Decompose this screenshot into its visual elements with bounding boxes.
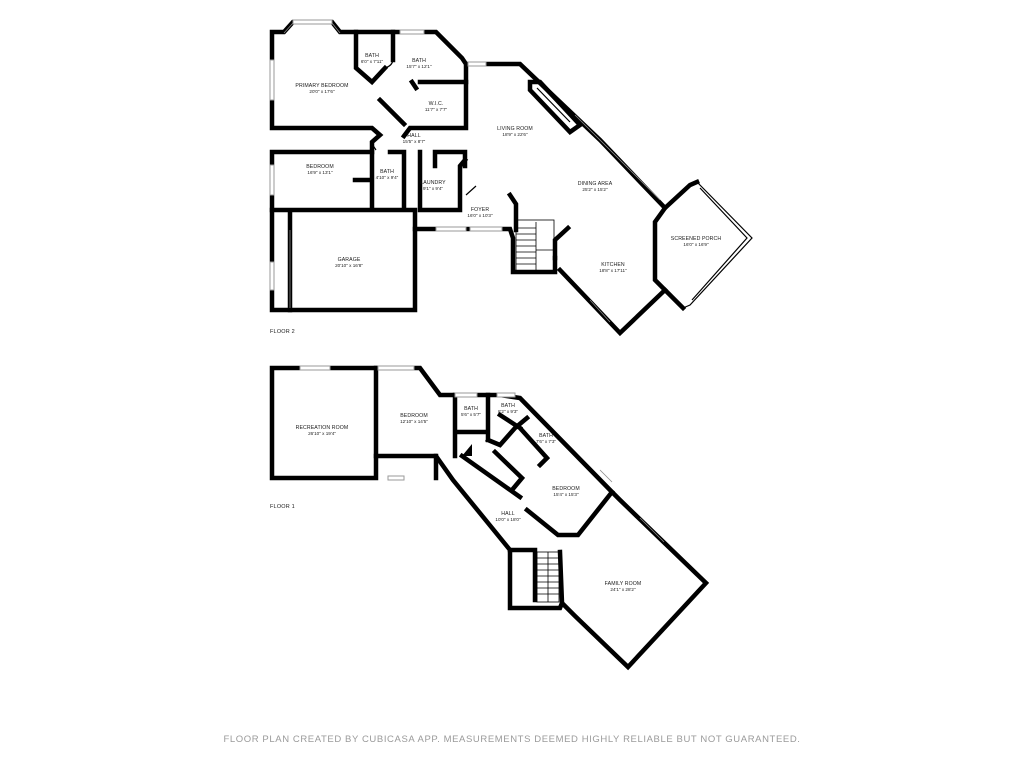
- label-recreation-room: RECREATION ROOM: [296, 425, 349, 431]
- label-bedroom-2: BEDROOM: [306, 164, 334, 170]
- dim-bath-small: 6'0" x 7'11": [361, 59, 384, 64]
- dim-kitchen: 18'8" x 17'11": [599, 268, 627, 273]
- dim-foyer: 16'0" x 10'3": [467, 213, 493, 218]
- label-wic: W.I.C.: [429, 101, 444, 107]
- label-bedroom-1b: BEDROOM: [552, 486, 580, 492]
- floor-1-column: [462, 444, 472, 456]
- label-dining-area: DINING AREA: [578, 181, 613, 187]
- dim-bedroom-1a: 12'10" x 14'5": [400, 419, 428, 424]
- dim-living-room: 18'9" x 22'6": [502, 132, 528, 137]
- label-bath-small: BATH: [365, 53, 379, 59]
- dim-hall-1: 10'0" x 18'0": [495, 517, 521, 522]
- floor-2-doors: [371, 59, 477, 196]
- dim-wic: 11'7" x 7'7": [425, 107, 448, 112]
- floor-1-interior-walls: [373, 365, 616, 606]
- label-bath-1a: BATH: [464, 406, 478, 412]
- label-living-room: LIVING ROOM: [497, 126, 533, 132]
- dim-bedroom-1b: 15'4" x 15'3": [553, 492, 579, 497]
- disclaimer-text: FLOOR PLAN CREATED BY CUBICASA APP. MEAS…: [223, 734, 801, 745]
- dim-laundry: 9'1" x 9'4": [423, 186, 443, 191]
- dim-bath-1c: 7'6" x 7'3": [536, 439, 556, 444]
- fireplace-built-in: [527, 79, 584, 135]
- label-foyer: FOYER: [471, 207, 490, 213]
- dim-garage: 20'10" x 16'8": [335, 263, 363, 268]
- floor-1-windows: [299, 365, 665, 543]
- label-hall-2: HALL: [407, 133, 420, 139]
- bay-window: [283, 19, 341, 34]
- label-hall-1: HALL: [501, 511, 514, 517]
- dim-family-room: 24'1" x 28'2": [610, 587, 636, 592]
- floor-1-stairs: [536, 551, 560, 603]
- dim-bath-1b: 8'2" x 9'3": [498, 409, 518, 414]
- dim-bath-1a: 5'6" x 5'7": [461, 412, 481, 417]
- floor-2-plan: [269, 19, 753, 337]
- dim-screened-porch: 16'0" x 16'9": [683, 242, 709, 247]
- floor-2-label: FLOOR 2: [270, 329, 295, 335]
- label-garage: GARAGE: [338, 257, 361, 263]
- dim-recreation-room: 26'10" x 19'4": [308, 431, 336, 436]
- dim-bath-hall: 4'10" x 9'4": [376, 175, 399, 180]
- floor-1-label: FLOOR 1: [270, 504, 295, 510]
- label-bath-primary: BATH: [412, 58, 426, 64]
- label-bath-1b: BATH: [501, 403, 515, 409]
- label-bedroom-1a: BEDROOM: [400, 413, 428, 419]
- dim-bedroom-2: 16'9" x 13'1": [307, 170, 333, 175]
- label-kitchen: KITCHEN: [601, 262, 625, 268]
- floor-2-stairs: [515, 219, 572, 273]
- dim-primary-bedroom: 20'0" x 17'6": [309, 89, 335, 94]
- label-laundry: LAUNDRY: [420, 180, 446, 186]
- label-bath-1c: BATH: [539, 433, 553, 439]
- dim-hall-2: 15'5" x 8'7": [403, 139, 426, 144]
- label-primary-bedroom: PRIMARY BEDROOM: [295, 83, 348, 89]
- room-labels: PRIMARY BEDROOM 20'0" x 17'6" BATH 6'0" …: [270, 53, 721, 592]
- label-screened-porch: SCREENED PORCH: [671, 236, 722, 242]
- floor-2-exterior-walls: [269, 19, 669, 337]
- floor-1-plan: [269, 365, 710, 671]
- label-family-room: FAMILY ROOM: [605, 581, 642, 587]
- dim-dining-area: 25'2" x 15'2": [582, 187, 608, 192]
- dim-bath-primary: 15'7" x 12'1": [406, 64, 432, 69]
- label-bath-hall: BATH: [380, 169, 394, 175]
- floor-2-windows: [269, 29, 661, 323]
- screened-porch-outline: [661, 179, 753, 312]
